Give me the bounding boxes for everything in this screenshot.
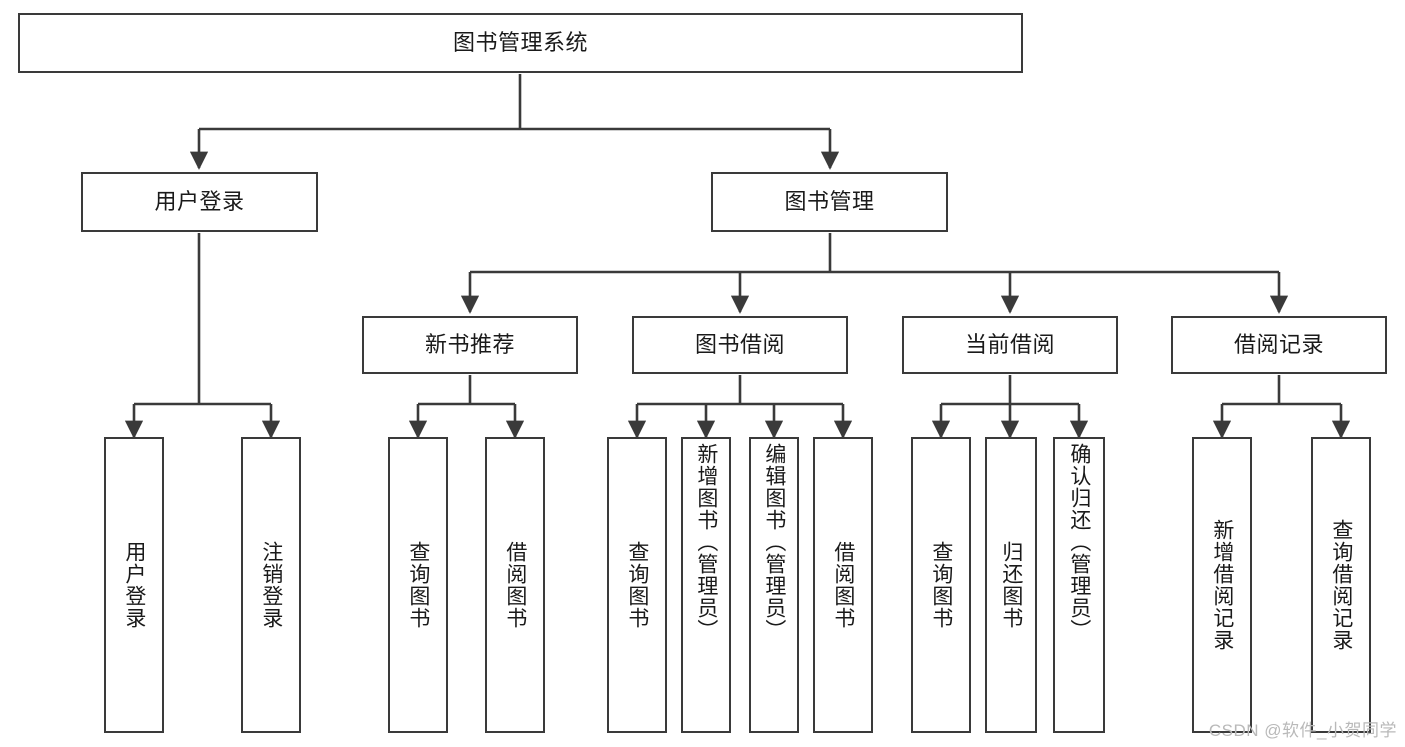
node-label: 新增图书（管理员） [694,443,718,641]
node-label: 查询借阅记录 [1329,519,1353,651]
node-label: 图书管理系统 [452,29,588,55]
node-label: 编辑图书（管理员） [762,443,786,641]
leaf-edit-book-admin[interactable]: 编辑图书（管理员） [749,437,799,733]
node-label: 查询图书 [625,541,649,629]
node-label: 用户登录 [122,541,146,629]
node-label: 新书推荐 [424,331,515,357]
leaf-borrow-book-recommend[interactable]: 借阅图书 [485,437,545,733]
node-label: 图书借阅 [694,331,785,357]
node-label: 查询图书 [929,541,953,629]
node-label: 新增借阅记录 [1210,519,1234,651]
node-label: 用户登录 [154,188,245,214]
node-label: 借阅图书 [503,541,527,629]
node-label: 图书管理 [784,188,875,214]
node-label: 当前借阅 [964,331,1055,357]
leaf-add-borrow-record[interactable]: 新增借阅记录 [1192,437,1252,733]
node-label: 确认归还（管理员） [1067,443,1091,641]
leaf-user-login[interactable]: 用户登录 [104,437,164,733]
leaf-query-book-current[interactable]: 查询图书 [911,437,971,733]
leaf-query-book-borrow[interactable]: 查询图书 [607,437,667,733]
leaf-borrow-book-borrow[interactable]: 借阅图书 [813,437,873,733]
leaf-add-book-admin[interactable]: 新增图书（管理员） [681,437,731,733]
node-label: 借阅图书 [831,541,855,629]
node-root-book-management-system[interactable]: 图书管理系统 [18,13,1023,73]
node-user-login[interactable]: 用户登录 [81,172,318,232]
node-label: 归还图书 [999,541,1023,629]
leaf-logout[interactable]: 注销登录 [241,437,301,733]
leaf-query-borrow-record[interactable]: 查询借阅记录 [1311,437,1371,733]
node-book-management[interactable]: 图书管理 [711,172,948,232]
leaf-confirm-return-admin[interactable]: 确认归还（管理员） [1053,437,1105,733]
node-new-book-recommend[interactable]: 新书推荐 [362,316,578,374]
node-current-borrow[interactable]: 当前借阅 [902,316,1118,374]
leaf-return-book[interactable]: 归还图书 [985,437,1037,733]
node-label: 借阅记录 [1233,331,1324,357]
node-book-borrow[interactable]: 图书借阅 [632,316,848,374]
node-borrow-record[interactable]: 借阅记录 [1171,316,1387,374]
node-label: 查询图书 [406,541,430,629]
node-label: 注销登录 [259,541,283,629]
leaf-query-book-recommend[interactable]: 查询图书 [388,437,448,733]
